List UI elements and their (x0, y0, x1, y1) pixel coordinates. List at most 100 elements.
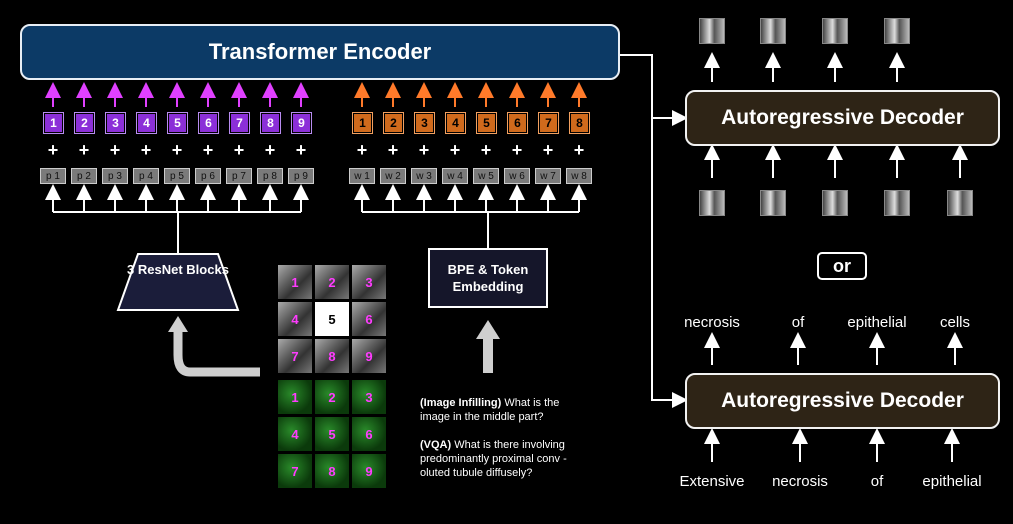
text-plus-8: + (573, 140, 585, 160)
output-patch-1 (699, 18, 725, 44)
question-vqa: (VQA) What is there involving predominan… (420, 438, 582, 480)
text-plus-3: + (418, 140, 430, 160)
transformer-encoder: Transformer Encoder (20, 24, 620, 80)
input-word-4: epithelial (922, 473, 982, 490)
text-pos-8: w 8 (566, 168, 592, 184)
input-word-1: Extensive (679, 473, 745, 490)
pathology-patch-7: 7 (278, 454, 312, 488)
pathology-patch-8: 8 (315, 454, 349, 488)
text-pos-6: w 6 (504, 168, 530, 184)
autoregressive-decoder-bottom: Autoregressive Decoder (685, 373, 1000, 429)
text-pos-2: w 2 (380, 168, 406, 184)
image-token-5: 5 (167, 112, 188, 134)
encoder-title: Transformer Encoder (208, 39, 432, 64)
image-token-7: 7 (229, 112, 250, 134)
image-pos-9: p 9 (288, 168, 314, 184)
text-plus-1: + (356, 140, 368, 160)
image-pos-4: p 4 (133, 168, 159, 184)
text-token-6: 6 (507, 112, 528, 134)
pathology-patch-9: 9 (352, 454, 386, 488)
text-pos-1: w 1 (349, 168, 375, 184)
output-word-1: necrosis (684, 314, 740, 331)
xray-patch-4: 4 (278, 302, 312, 336)
image-plus-8: + (264, 140, 276, 160)
image-plus-9: + (295, 140, 307, 160)
text-token-1: 1 (352, 112, 373, 134)
xray-patch-5: 5 (315, 302, 349, 336)
image-plus-7: + (233, 140, 245, 160)
autoregressive-decoder-top: Autoregressive Decoder (685, 90, 1000, 146)
text-token-4: 4 (445, 112, 466, 134)
image-token-6: 6 (198, 112, 219, 134)
xray-patch-3: 3 (352, 265, 386, 299)
output-word-2: of (791, 314, 805, 331)
output-word-3: epithelial (847, 314, 907, 331)
output-patch-4 (884, 18, 910, 44)
image-plus-1: + (47, 140, 59, 160)
input-patch-3 (822, 190, 848, 216)
decoder-bottom-title: Autoregressive Decoder (721, 389, 964, 412)
image-pos-1: p 1 (40, 168, 66, 184)
or-label: or (833, 255, 851, 276)
q2-tag: (VQA) (420, 439, 452, 451)
xray-patch-1: 1 (278, 265, 312, 299)
text-token-5: 5 (476, 112, 497, 134)
text-token-2: 2 (383, 112, 404, 134)
resnet-blocks-label: 3 ResNet Blocks (127, 262, 229, 277)
image-pos-3: p 3 (102, 168, 128, 184)
input-patch-5 (947, 190, 973, 216)
text-plus-7: + (542, 140, 554, 160)
input-patch-4 (884, 190, 910, 216)
image-token-8: 8 (260, 112, 281, 134)
text-pos-4: w 4 (442, 168, 468, 184)
text-pos-5: w 5 (473, 168, 499, 184)
q1-tag: (Image Infilling) (420, 397, 502, 409)
image-token-2: 2 (74, 112, 95, 134)
text-token-3: 3 (414, 112, 435, 134)
xray-patch-8: 8 (315, 339, 349, 373)
text-plus-2: + (387, 140, 399, 160)
bpe-embedding-box: BPE & Token Embedding (428, 248, 548, 308)
output-patch-2 (760, 18, 786, 44)
text-pos-7: w 7 (535, 168, 561, 184)
image-pos-8: p 8 (257, 168, 283, 184)
input-word-3: of (870, 473, 884, 490)
pathology-patch-5: 5 (315, 417, 349, 451)
image-plus-3: + (109, 140, 121, 160)
xray-patch-6: 6 (352, 302, 386, 336)
pathology-patch-2: 2 (315, 380, 349, 414)
image-pos-6: p 6 (195, 168, 221, 184)
xray-patch-9: 9 (352, 339, 386, 373)
image-plus-5: + (171, 140, 183, 160)
input-word-2: necrosis (772, 473, 828, 490)
image-plus-6: + (202, 140, 214, 160)
image-plus-2: + (78, 140, 90, 160)
q2-text: What is there involving predominantly pr… (420, 439, 567, 479)
xray-patch-2: 2 (315, 265, 349, 299)
xray-patch-7: 7 (278, 339, 312, 373)
text-plus-4: + (449, 140, 461, 160)
image-plus-4: + (140, 140, 152, 160)
q1-text: What is the image in the middle part? (420, 397, 560, 423)
image-pos-5: p 5 (164, 168, 190, 184)
pathology-patch-4: 4 (278, 417, 312, 451)
input-patch-1 (699, 190, 725, 216)
pathology-patch-6: 6 (352, 417, 386, 451)
text-token-8: 8 (569, 112, 590, 134)
image-token-4: 4 (136, 112, 157, 134)
text-plus-5: + (480, 140, 492, 160)
image-pos-2: p 2 (71, 168, 97, 184)
question-image-infilling: (Image Infilling) What is the image in t… (420, 396, 582, 424)
or-box: or (817, 252, 867, 280)
input-patch-2 (760, 190, 786, 216)
image-token-9: 9 (291, 112, 312, 134)
pathology-patch-3: 3 (352, 380, 386, 414)
pathology-patch-1: 1 (278, 380, 312, 414)
bpe-label: BPE & Token Embedding (447, 262, 529, 294)
output-word-4: cells (939, 314, 970, 331)
image-pos-7: p 7 (226, 168, 252, 184)
text-token-7: 7 (538, 112, 559, 134)
